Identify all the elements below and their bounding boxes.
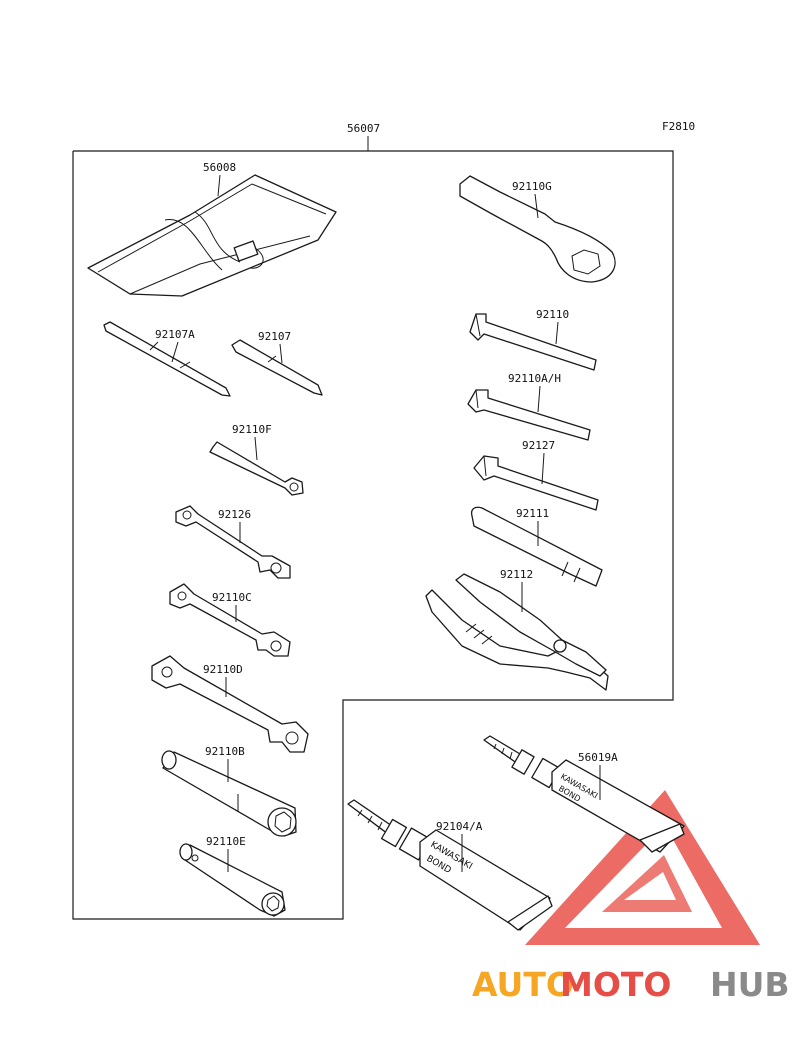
wrench-126-icon [175,505,291,579]
wrench-f-icon [209,441,304,496]
bond-tube-small-icon: KAWASAKI BOND [483,735,685,853]
watermark-logo-icon [525,790,760,945]
socket-e-icon [179,843,286,917]
label-kit: 56007 [347,122,380,135]
label-bond-small: 56019A [578,751,618,764]
label-box-wrench-g: 92110G [512,180,552,193]
screwdriver-icon [231,339,323,396]
label-hex-key-127: 92127 [522,439,555,452]
label-wrench-d: 92110D [203,663,243,676]
watermark-text: AUTO MOTO HUB [472,965,790,1004]
hex-key-icon [469,313,597,371]
screwdriver-a-icon [103,321,231,397]
figure-code: F2810 [662,120,695,133]
label-wrench-f: 92110F [232,423,272,436]
label-bond-large: 92104/A [436,820,483,833]
handle-bar-icon [470,506,603,587]
label-pouch: 56008 [203,161,236,174]
tool-pouch-icon [87,174,337,297]
label-wrench-126: 92126 [218,508,251,521]
socket-b-icon [161,750,297,837]
hex-key-127-icon [473,455,599,511]
watermark-word-hub: HUB [710,965,790,1004]
kit-frame [72,150,674,920]
label-socket-b: 92110B [205,745,245,758]
wrench-d-icon [151,655,309,753]
label-wrench-c: 92110C [212,591,252,604]
bond-tube-large-icon: KAWASAKI BOND [347,799,553,931]
wrench-c-icon [169,583,291,657]
label-screwdriver-a: 92107A [155,328,195,341]
pliers-icon [425,573,609,691]
watermark-word-auto: AUTO [472,965,574,1004]
label-pliers: 92112 [500,568,533,581]
label-socket-e: 92110E [206,835,246,848]
hex-key-ah-icon [467,389,591,441]
watermark-word-moto: MOTO [560,965,671,1004]
label-hex-key-ah: 92110A/H [508,372,561,385]
label-screwdriver: 92107 [258,330,291,343]
label-hex-key: 92110 [536,308,569,321]
label-handle: 92111 [516,507,549,520]
box-wrench-g-icon [459,175,616,283]
